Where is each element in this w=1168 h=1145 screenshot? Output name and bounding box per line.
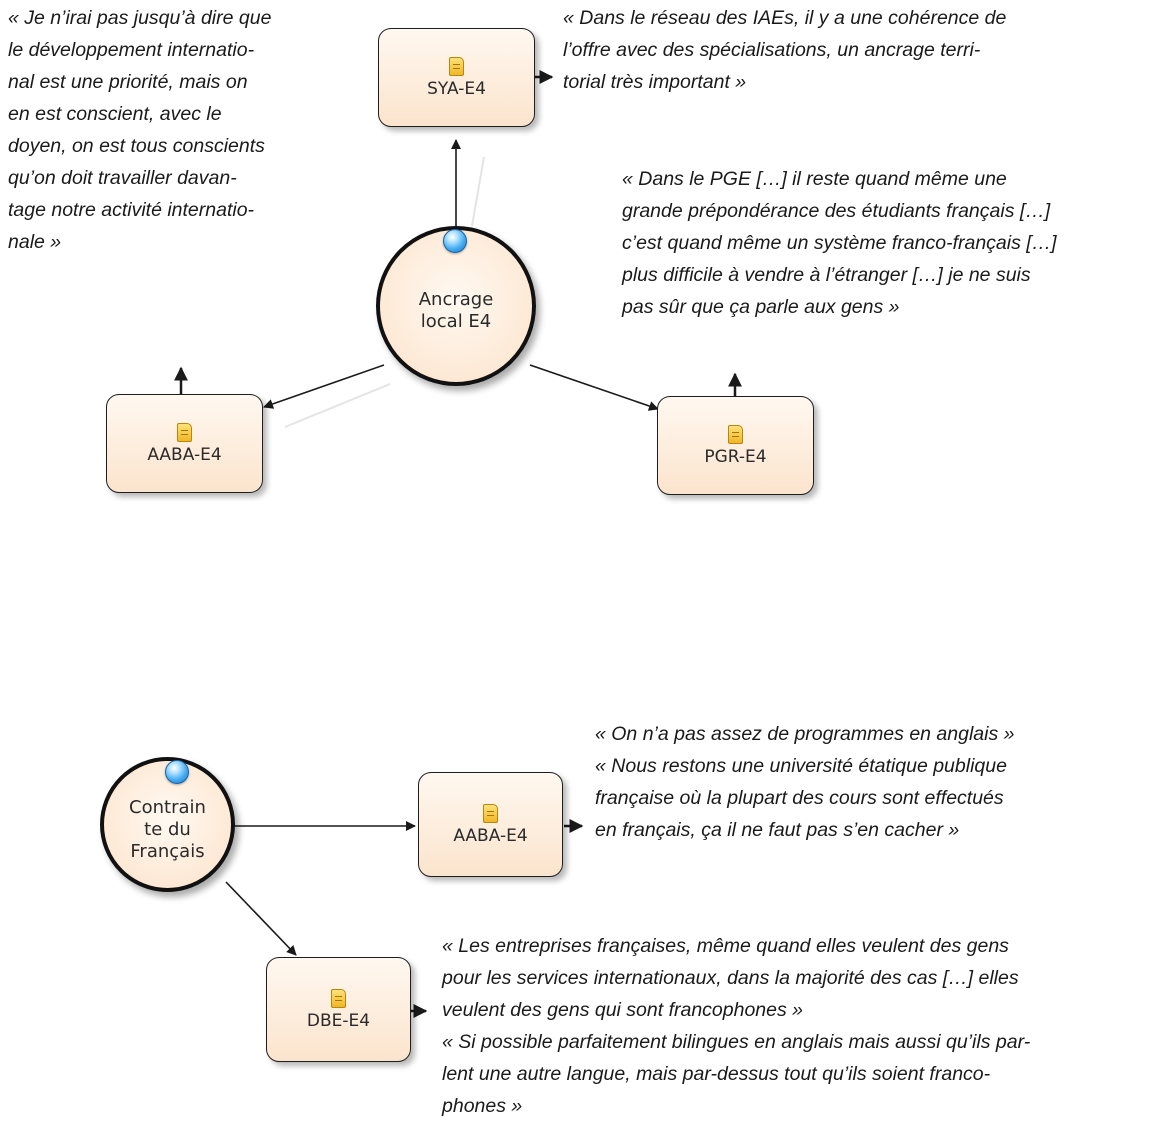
quote-line: doyen, on est tous conscients (8, 135, 265, 157)
quote-line: qu’on doit travailler davan- (8, 167, 237, 189)
document-note-icon (483, 803, 498, 823)
node-label: DBE-E4 (306, 1010, 371, 1031)
document-note-icon (177, 422, 192, 442)
node-label: AABA-E4 (147, 444, 222, 465)
quote-line: « Si possible parfaitement bilingues en … (442, 1031, 1031, 1053)
node-label: AABA-E4 (453, 825, 528, 846)
quote-aaba-e4: « Je n’irai pas jusqu’à dire que le déve… (8, 2, 336, 258)
quote-line: « Nous restons une université étatique p… (595, 755, 1007, 777)
link-ancrage-to-aaba (263, 364, 385, 409)
quote-line: l’offre avec des spécialisations, un anc… (563, 39, 981, 61)
quote-dbe-e4: « Les entreprises françaises, même quand… (442, 930, 1162, 1122)
quote-line: « Je n’irai pas jusqu’à dire que (8, 7, 272, 29)
code-sphere-icon (165, 760, 189, 784)
link-ancrage-to-pgr (529, 364, 659, 411)
quote-line: « On n’a pas assez de programmes en angl… (595, 723, 1015, 745)
quote-sya-e4: « Dans le réseau des IAEs, il y a une co… (563, 2, 1103, 98)
quote-line: grande prépondérance des étudiants franç… (622, 200, 1051, 222)
node-label: PGR-E4 (704, 446, 767, 467)
ghost-link-sya (471, 156, 485, 227)
quote-line: plus difficile à vendre à l’étranger […]… (622, 264, 1031, 286)
quote-line: torial très important » (563, 71, 747, 93)
document-note-icon (449, 56, 464, 76)
quote-line: pour les services internationaux, dans l… (442, 967, 1019, 989)
quote-line: phones » (442, 1095, 523, 1117)
concept-node-contrainte-du-francais[interactable]: Contrain te du Français (100, 757, 235, 892)
link-contrainte-to-dbe (225, 881, 297, 956)
document-note-icon (728, 424, 743, 444)
quote-line: tage notre activité internatio- (8, 199, 255, 221)
document-node-pgr-e4[interactable]: PGR-E4 (657, 396, 814, 495)
quote-line: en français, ça il ne faut pas s’en cach… (595, 819, 960, 841)
concept-label: Ancrage local E4 (418, 289, 494, 332)
ghost-link-aaba (284, 383, 391, 428)
node-label: SYA-E4 (427, 78, 486, 99)
document-note-icon (331, 988, 346, 1008)
quote-line: veulent des gens qui sont francophones » (442, 999, 804, 1021)
quote-line: nale » (8, 231, 62, 253)
quote-line: le développement internatio- (8, 39, 255, 61)
quote-line: lent une autre langue, mais par-dessus t… (442, 1063, 991, 1085)
document-node-sya-e4[interactable]: SYA-E4 (378, 28, 535, 127)
quote-line: « Dans le réseau des IAEs, il y a une co… (563, 7, 1007, 29)
document-node-aaba-e4-2[interactable]: AABA-E4 (418, 772, 563, 877)
quote-aaba-e4-2: « On n’a pas assez de programmes en angl… (595, 718, 1135, 846)
quote-line: nal est une priorité, mais on (8, 71, 248, 93)
concept-label: Contrain te du Français (129, 796, 206, 862)
quote-line: pas sûr que ça parle aux gens » (622, 296, 900, 318)
quote-line: française où la plupart des cours sont e… (595, 787, 1004, 809)
quote-line: « Les entreprises françaises, même quand… (442, 935, 1009, 957)
quote-line: c’est quand même un système franco-franç… (622, 232, 1057, 254)
quote-line: en est conscient, avec le (8, 103, 222, 125)
code-sphere-icon (443, 229, 467, 253)
quote-pgr-e4: « Dans le PGE […] il reste quand même un… (622, 163, 1158, 323)
quote-line: « Dans le PGE […] il reste quand même un… (622, 168, 1007, 190)
document-node-aaba-e4[interactable]: AABA-E4 (106, 394, 263, 493)
document-node-dbe-e4[interactable]: DBE-E4 (266, 957, 411, 1062)
